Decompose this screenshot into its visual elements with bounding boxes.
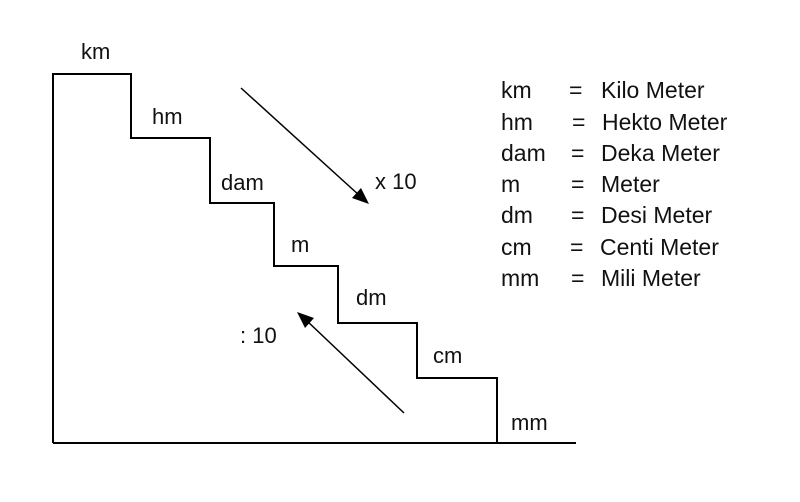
unit-legend: km = Kilo Meter hm = Hekto Meter dam = D… [501, 77, 728, 291]
legend-name: Deka Meter [601, 140, 720, 166]
step-label-km: km [81, 39, 110, 64]
legend-row-dm: dm = Desi Meter [501, 202, 713, 228]
legend-name: Centi Meter [600, 234, 719, 260]
step-label-mm: mm [511, 410, 548, 435]
legend-abbr: hm [501, 109, 533, 135]
legend-equals: = [572, 109, 585, 135]
step-label-dm: dm [356, 285, 387, 310]
legend-equals: = [571, 140, 584, 166]
divide-label: : 10 [240, 323, 277, 348]
legend-abbr: cm [501, 234, 532, 260]
legend-equals: = [569, 77, 582, 103]
legend-abbr: dam [501, 140, 546, 166]
legend-abbr: mm [501, 265, 539, 291]
legend-row-km: km = Kilo Meter [501, 77, 705, 103]
multiply-arrow-icon [240, 87, 369, 204]
multiply-label: x 10 [375, 169, 417, 194]
divide-arrow-icon [297, 312, 405, 414]
legend-name: Meter [601, 171, 660, 197]
legend-row-dam: dam = Deka Meter [501, 140, 720, 166]
legend-name: Hekto Meter [602, 109, 728, 135]
legend-equals: = [571, 202, 584, 228]
legend-abbr: km [501, 77, 532, 103]
legend-row-mm: mm = Mili Meter [501, 265, 701, 291]
step-label-dam: dam [221, 170, 264, 195]
staircase-outline [52, 73, 498, 443]
step-label-cm: cm [433, 343, 462, 368]
legend-row-m: m = Meter [501, 171, 660, 197]
legend-name: Desi Meter [601, 202, 713, 228]
legend-name: Mili Meter [601, 265, 701, 291]
legend-row-cm: cm = Centi Meter [501, 234, 719, 260]
legend-row-hm: hm = Hekto Meter [501, 109, 728, 135]
legend-equals: = [571, 265, 584, 291]
legend-abbr: m [501, 171, 520, 197]
legend-equals: = [570, 234, 583, 260]
legend-abbr: dm [501, 202, 533, 228]
step-label-m: m [291, 232, 309, 257]
step-label-hm: hm [152, 104, 183, 129]
legend-equals: = [571, 171, 584, 197]
legend-name: Kilo Meter [601, 77, 705, 103]
